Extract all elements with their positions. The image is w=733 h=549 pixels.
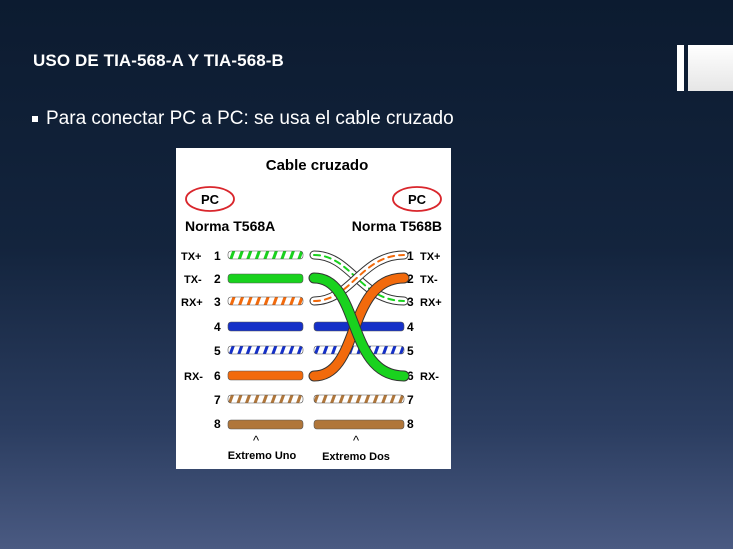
slide-title: USO DE TIA-568-A Y TIA-568-B — [33, 51, 284, 70]
left-wire-3 — [227, 296, 304, 306]
right-wire-7 — [313, 394, 405, 404]
left-wire-2 — [227, 273, 304, 284]
left-pin-3-number: 3 — [214, 295, 221, 309]
right-end-arrow: ^ — [353, 433, 360, 448]
crossover-cable-diagram: Cable cruzado PC PC Norma T568A Norma T5… — [176, 148, 451, 469]
left-pin-3-signal: RX+ — [181, 297, 203, 309]
left-wire-4 — [227, 321, 304, 332]
right-end-label: Extremo Dos — [322, 451, 390, 463]
left-standard-label: Norma T568A — [185, 218, 275, 234]
bullet-point: Para conectar PC a PC: se usa el cable c… — [32, 108, 454, 130]
right-pin-5-number: 5 — [407, 344, 414, 358]
left-end-arrow: ^ — [253, 433, 260, 448]
left-wires — [227, 250, 304, 430]
right-standard-label: Norma T568B — [352, 218, 442, 234]
right-pc-label: PC — [408, 192, 427, 207]
accent-block — [688, 45, 733, 91]
right-pin-3-number: 3 — [407, 295, 414, 309]
left-wire-7 — [227, 394, 304, 404]
left-pin-labels: TX+ 1 TX- 2 RX+ 3 4 5 RX- 6 7 8 — [181, 249, 221, 431]
bullet-text: Para conectar PC a PC: se usa el cable c… — [46, 108, 454, 129]
left-pin-4-number: 4 — [214, 320, 221, 334]
left-pin-6-number: 6 — [214, 369, 221, 383]
left-pin-6-signal: RX- — [184, 371, 203, 383]
left-pin-1-signal: TX+ — [181, 251, 201, 263]
right-pin-6-signal: RX- — [420, 371, 439, 383]
right-pin-1-number: 1 — [407, 249, 414, 263]
left-wire-6 — [227, 370, 304, 381]
left-wire-5 — [227, 345, 304, 355]
left-pin-2-number: 2 — [214, 272, 221, 286]
left-end-label: Extremo Uno — [228, 450, 297, 462]
left-pin-2-signal: TX- — [184, 274, 202, 286]
accent-bar — [677, 45, 684, 91]
crossover-wires — [308, 250, 410, 382]
right-pin-8-number: 8 — [407, 417, 414, 431]
right-pin-4-number: 4 — [407, 320, 414, 334]
right-pin-6-number: 6 — [407, 369, 414, 383]
left-pin-5-number: 5 — [214, 344, 221, 358]
left-pin-1-number: 1 — [214, 249, 221, 263]
left-pc-label: PC — [201, 192, 220, 207]
right-pin-2-signal: TX- — [420, 274, 438, 286]
left-wire-1 — [227, 250, 304, 260]
right-pin-1-signal: TX+ — [420, 251, 440, 263]
right-pin-labels: 1 TX+ 2 TX- 3 RX+ 4 5 6 RX- 7 8 — [407, 249, 442, 431]
right-pc-badge: PC — [392, 186, 442, 212]
right-pin-2-number: 2 — [407, 272, 414, 286]
right-pin-7-number: 7 — [407, 393, 414, 407]
right-wire-8 — [313, 419, 405, 430]
left-pin-8-number: 8 — [214, 417, 221, 431]
square-bullet-icon — [32, 116, 38, 122]
diagram-title: Cable cruzado — [266, 157, 369, 174]
right-wires — [313, 321, 405, 430]
left-wire-8 — [227, 419, 304, 430]
right-pin-3-signal: RX+ — [420, 297, 442, 309]
left-pc-badge: PC — [185, 186, 235, 212]
left-pin-7-number: 7 — [214, 393, 221, 407]
